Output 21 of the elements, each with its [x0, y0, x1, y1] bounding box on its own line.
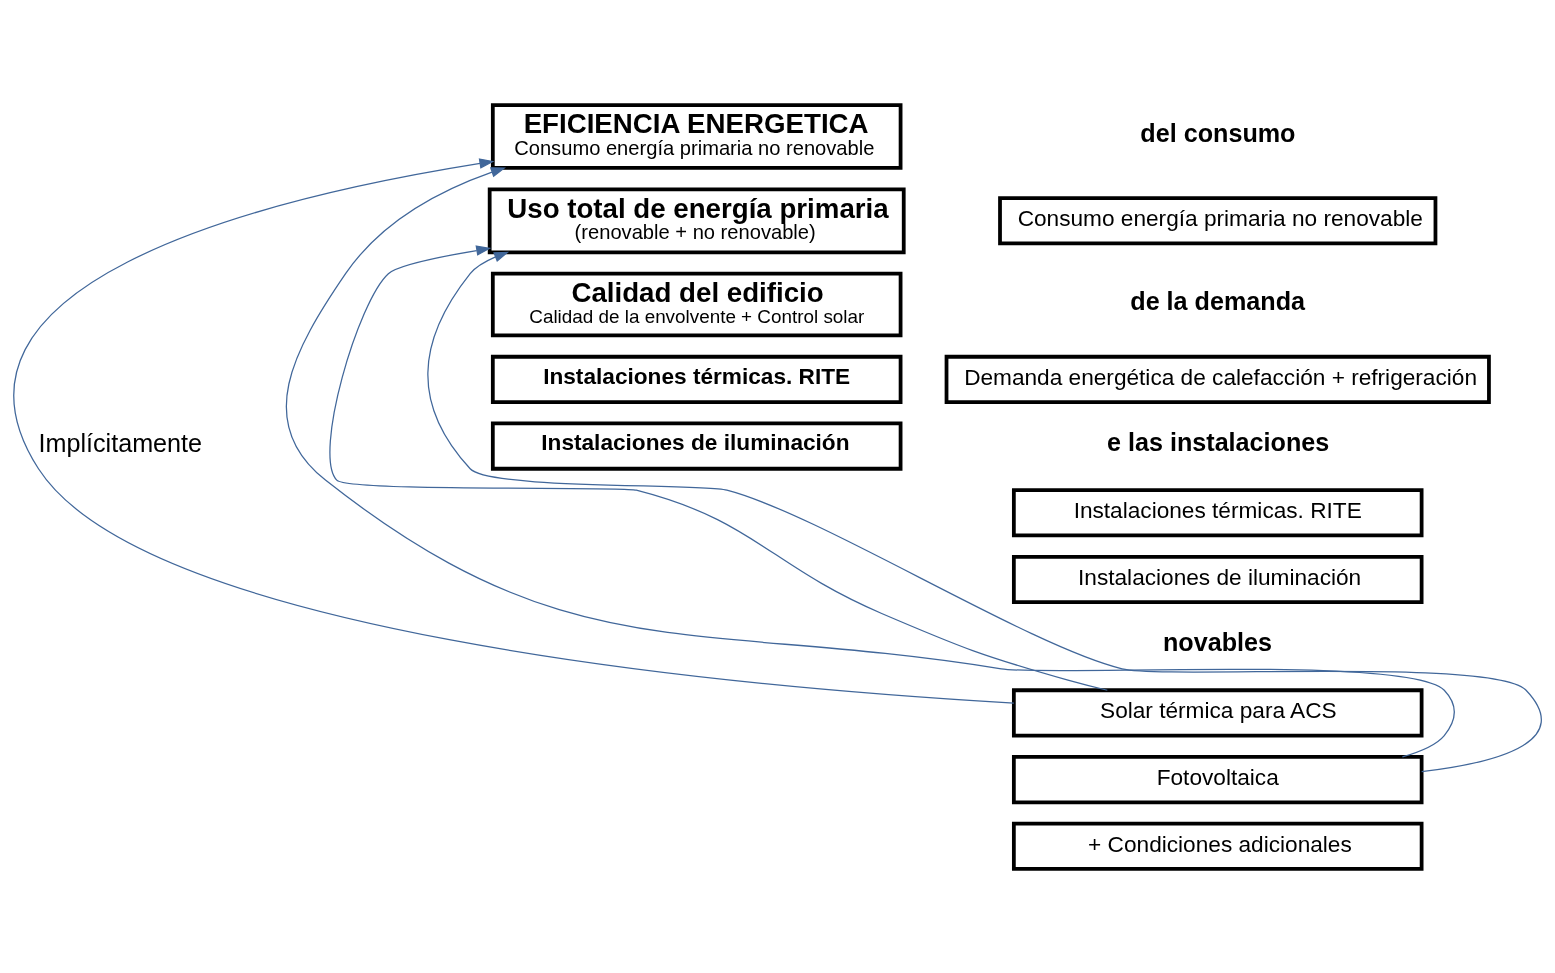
- node-box: Consumo energía primaria no renovable: [998, 195, 1438, 245]
- node-box: + Condiciones adicionales: [1011, 821, 1424, 871]
- label: novables: [1162, 627, 1273, 656]
- node-box: Solar térmica para ACS: [1011, 687, 1424, 737]
- node-box: Fotovoltaica: [1011, 754, 1424, 804]
- node-box: Instalaciones de iluminación: [490, 421, 903, 471]
- label: del consumo: [1140, 118, 1296, 147]
- node-box: Uso total de energía primaria (renovable + no renovable): [487, 186, 906, 254]
- node-box: Calidad del edificio Calidad de la envolvente + Control solar: [490, 271, 903, 337]
- arrow: [285, 166, 1455, 758]
- node-box: EFICIENCIA ENERGETICA Consumo energía primaria no renovable: [490, 102, 903, 170]
- node-box: Instalaciones térmicas. RITE: [1011, 487, 1424, 537]
- label: de la demanda: [1130, 286, 1306, 315]
- label: e las instalaciones: [1106, 427, 1330, 456]
- node-box: Instalaciones térmicas. RITE: [490, 354, 903, 404]
- edge-label: Implícitamente: [38, 428, 203, 457]
- arrow: [13, 157, 1015, 704]
- node-box: Instalaciones de iluminación: [1011, 554, 1424, 604]
- node-box: Demanda energética de calefacción + refrigeración: [944, 354, 1491, 404]
- arrow: [329, 244, 1108, 691]
- arrow: [427, 251, 1542, 772]
